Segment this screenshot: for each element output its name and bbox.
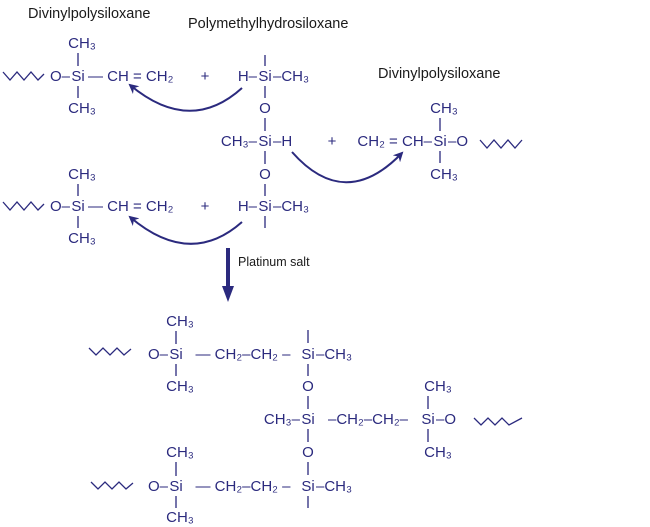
vinyl-group: — CH = CH₂ [88,198,174,215]
plus-sign: + [201,68,210,85]
silicon-atom: Si [71,68,84,85]
methyl-group: CH₃ [166,313,194,330]
polymer-chain-zigzag [88,347,132,356]
ethylene-bridge: –CH₂–CH₂– [328,411,409,428]
title-divinylpolysiloxane-right: Divinylpolysiloxane [378,66,501,82]
hydride-group: H– [238,68,258,85]
methyl-group: CH₃ [430,100,458,117]
silicon-atom: Si [169,346,182,363]
polymer-chain-zigzag [2,71,45,81]
polymer-chain-zigzag [479,139,523,149]
methyl-group: CH₃ [68,35,96,52]
methyl-group: CH₃ [424,378,452,395]
silicon-atom: Si [301,411,314,428]
plus-sign: + [201,198,210,215]
oxygen-atom: O [259,166,271,183]
vinyl-siloxane-top: O– Si — CH = CH₂ CH₃ CH₃ [2,35,174,117]
methyl-group: CH₃ [166,509,194,526]
oxygen-group: O– [148,478,169,495]
methyl-group: –CH₃ [273,68,309,85]
title-divinylpolysiloxane-left: Divinylpolysiloxane [28,6,151,22]
title-polymethylhydrosiloxane: Polymethylhydrosiloxane [188,16,348,32]
hydride-group: –H [273,133,292,150]
oxygen-atom: O [259,100,271,117]
methyl-group: –CH₃ [316,346,352,363]
oxygen-group: O– [50,68,71,85]
curved-arrow [291,151,404,184]
vinyl-siloxane-bottom: O– Si — CH = CH₂ CH₃ CH₃ [2,166,174,247]
curved-arrow [128,83,243,112]
oxygen-atom: O [302,378,314,395]
methyl-group: –CH₃ [273,198,309,215]
vinyl-group: CH₂ = CH– [357,133,432,150]
vinyl-group: — CH = CH₂ [88,68,174,85]
methyl-group: CH₃ [68,166,96,183]
oxygen-group: O– [148,346,169,363]
silicon-atom: Si [301,346,314,363]
oxygen-atom: O [302,444,314,461]
silicon-atom: Si [433,133,446,150]
catalyst-label: Platinum salt [238,255,310,269]
silicon-atom: Si [169,478,182,495]
silicon-atom: Si [71,198,84,215]
silicon-atom: Si [258,198,271,215]
oxygen-group: O– [50,198,71,215]
silicon-atom: Si [301,478,314,495]
polymer-chain-zigzag [90,481,134,490]
methyl-group: CH₃ [430,166,458,183]
methyl-group: CH₃ [68,230,96,247]
reaction-arrow [222,248,234,302]
hydride-group: H– [238,198,258,215]
curved-arrow [128,215,243,245]
methyl-group: –CH₃ [316,478,352,495]
methyl-group: CH₃ [424,444,452,461]
methyl-group: CH₃ [166,444,194,461]
polymer-chain-zigzag [2,201,45,211]
silicon-atom: Si [258,68,271,85]
plus-sign: + [328,133,337,150]
polymethylhydrosiloxane-chain: H– Si –CH₃ O CH₃– Si –H O H– Si –CH₃ [221,55,309,228]
ethylene-bridge: — CH₂–CH₂ – [196,346,292,363]
vinyl-siloxane-right: CH₂ = CH– Si –O CH₃ CH₃ [357,100,523,183]
oxygen-group: –O [448,133,468,150]
methyl-group: CH₃– [264,411,301,428]
methyl-group: CH₃ [68,100,96,117]
polymer-chain-zigzag [473,417,523,426]
ethylene-bridge: — CH₂–CH₂ – [196,478,292,495]
oxygen-group: –O [436,411,456,428]
silicon-atom: Si [258,133,271,150]
crosslinked-product: O– Si — CH₂–CH₂ – Si –CH₃ CH₃ CH₃ O CH₃–… [88,313,523,526]
methyl-group: CH₃ [166,378,194,395]
methyl-group: CH₃– [221,133,258,150]
silicon-atom: Si [421,411,434,428]
